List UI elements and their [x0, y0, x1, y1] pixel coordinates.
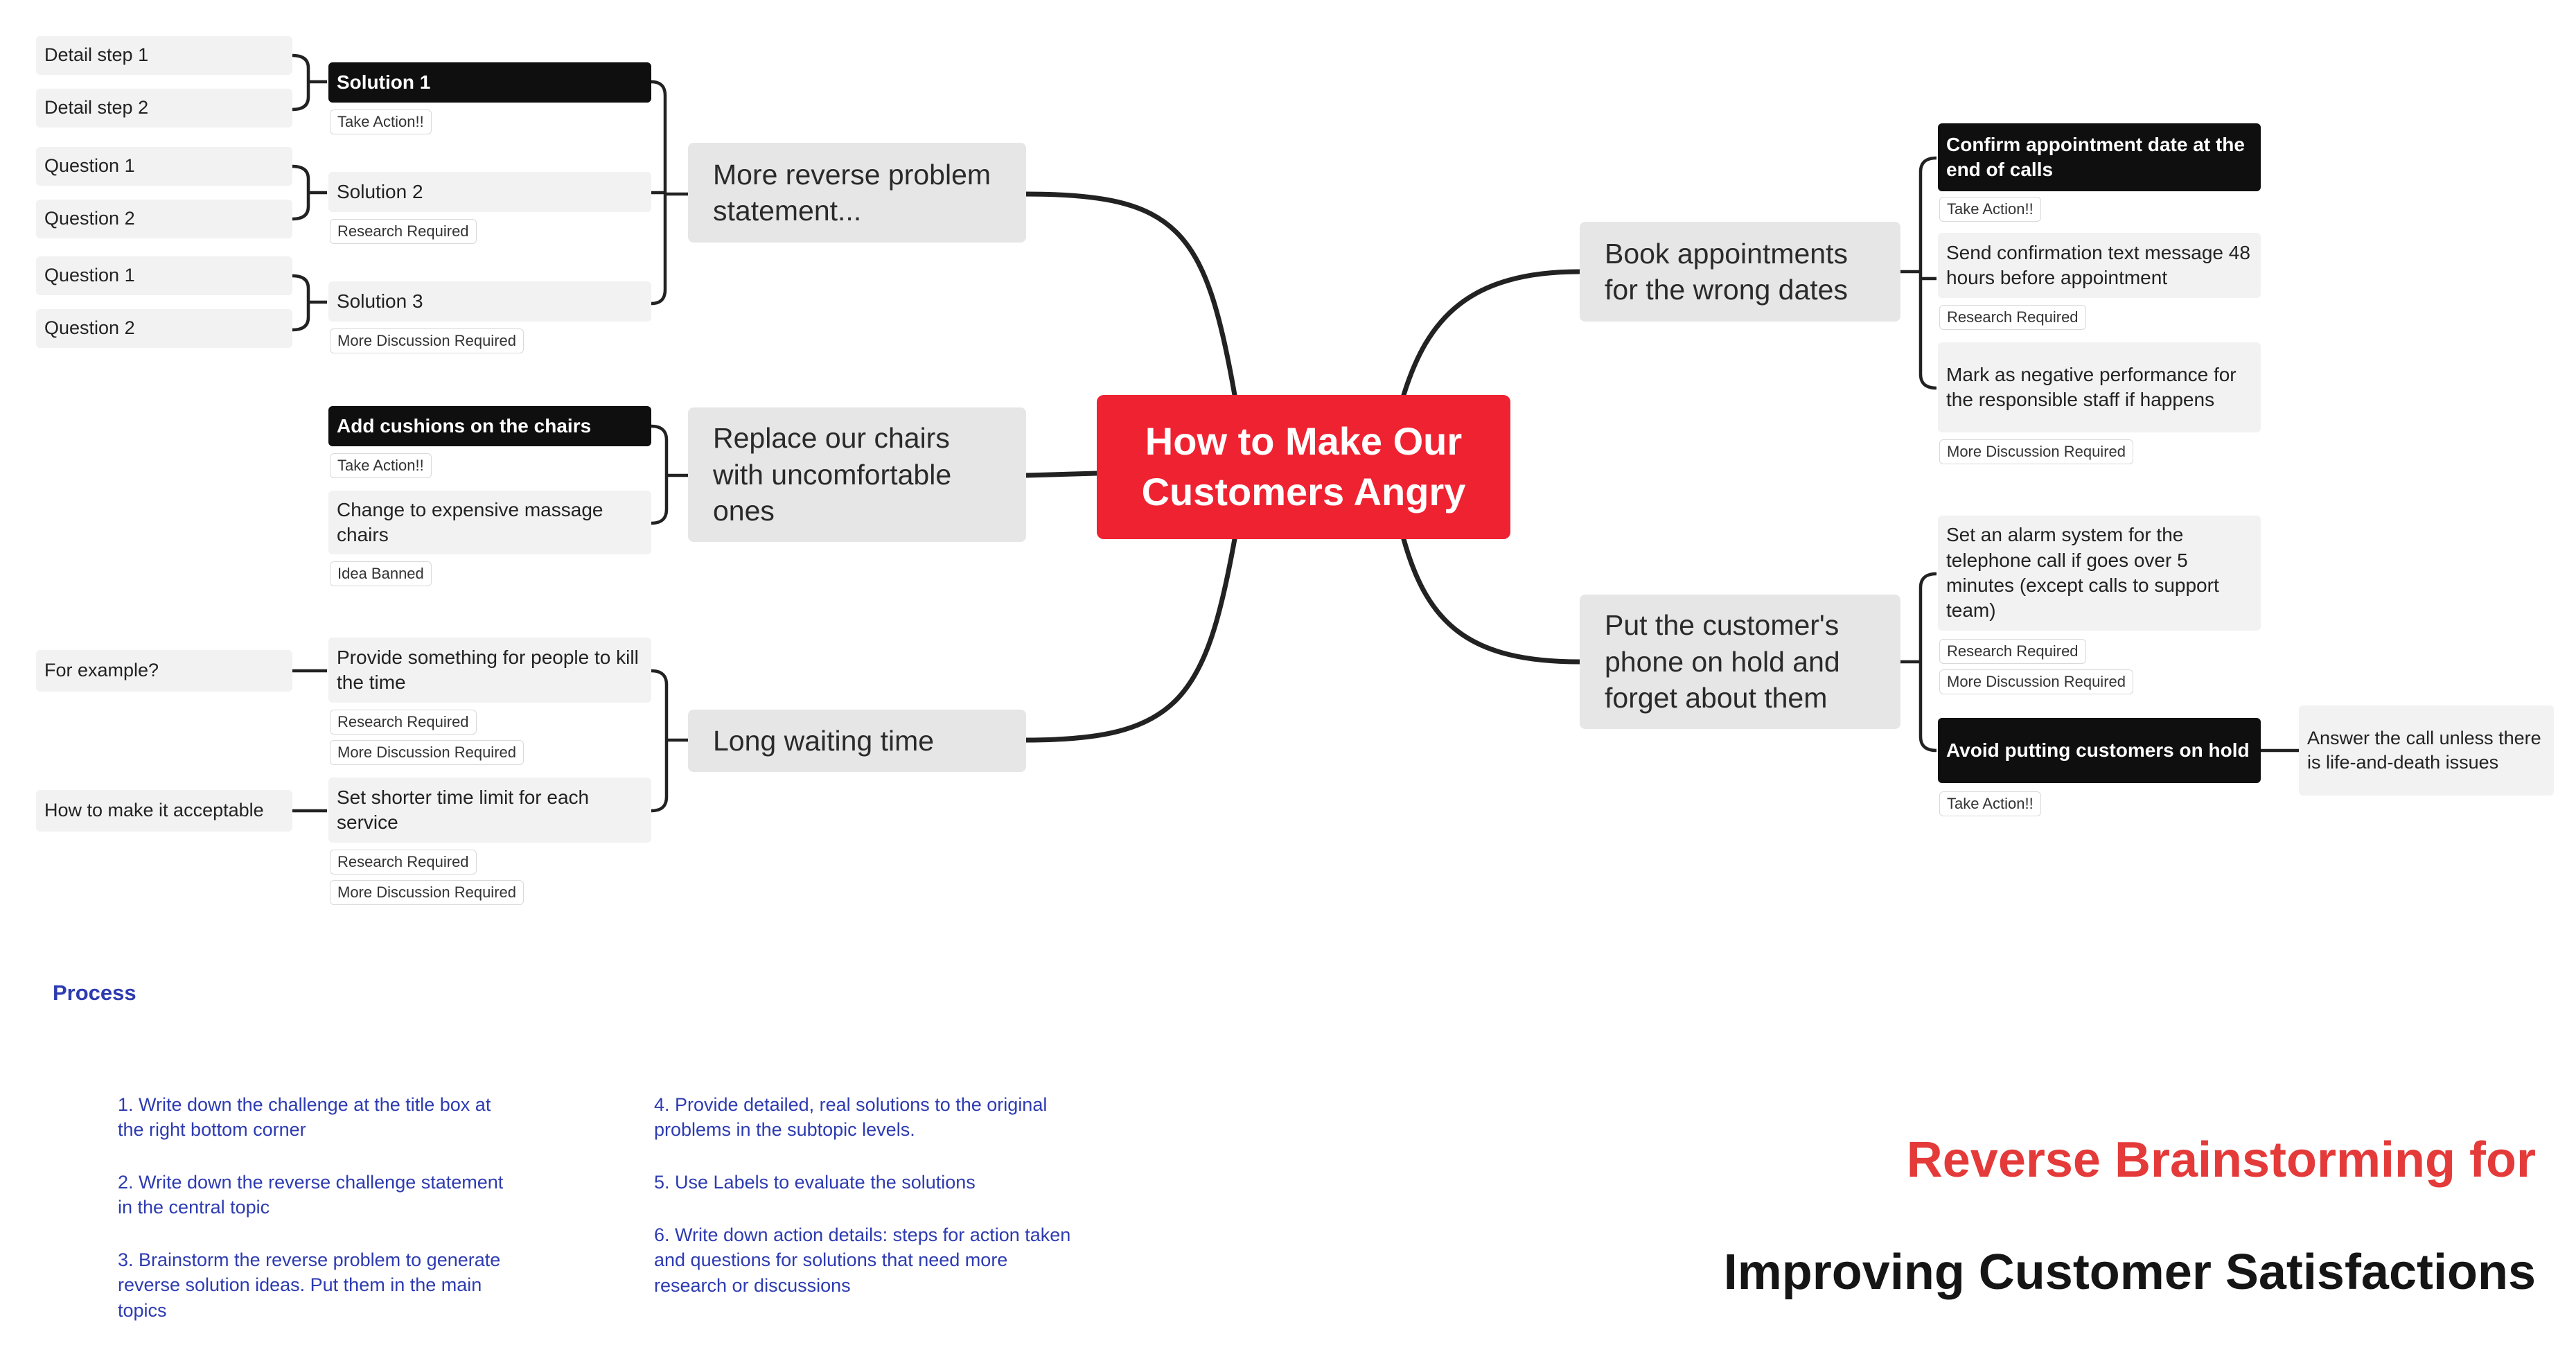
connector-central-topic4 — [1401, 269, 1582, 398]
main-topic-phone-on-hold[interactable]: Put the customer's phone on hold and for… — [1580, 595, 1900, 729]
question-2[interactable]: Question 2 — [36, 200, 292, 238]
subtopic-alarm-system[interactable]: Set an alarm system for the telephone ca… — [1938, 516, 2261, 631]
connector-central-topic3 — [1023, 536, 1237, 743]
label-research-required[interactable]: Research Required — [330, 850, 477, 875]
detail-how-acceptable[interactable]: How to make it acceptable — [36, 790, 292, 832]
label-more-discussion[interactable]: More Discussion Required — [330, 740, 524, 765]
detail-answer-call[interactable]: Answer the call unless there is life-and… — [2299, 705, 2554, 796]
detail-step-1[interactable]: Detail step 1 — [36, 36, 292, 75]
connector-central-topic1 — [1023, 191, 1237, 398]
process-step-3: 3. Brainstorm the reverse problem to gen… — [118, 1249, 501, 1321]
label-more-discussion[interactable]: More Discussion Required — [1939, 669, 2133, 694]
subtopic-massage-chairs[interactable]: Change to expensive massage chairs — [328, 491, 651, 554]
main-topic-long-waiting[interactable]: Long waiting time — [688, 710, 1026, 772]
label-research-required[interactable]: Research Required — [1939, 639, 2086, 664]
question-1[interactable]: Question 1 — [36, 256, 292, 295]
subtopic-negative-performance[interactable]: Mark as negative performance for the res… — [1938, 342, 2261, 432]
label-take-action[interactable]: Take Action!! — [330, 109, 432, 134]
subtopic-solution-2[interactable]: Solution 2 — [328, 172, 651, 212]
process-step-1: 1. Write down the challenge at the title… — [118, 1094, 491, 1141]
subtopic-add-cushions[interactable]: Add cushions on the chairs — [328, 406, 651, 446]
process-step-2: 2. Write down the reverse challenge stat… — [118, 1172, 504, 1218]
connector-central-topic2 — [1023, 471, 1100, 478]
subtopic-solution-1[interactable]: Solution 1 — [328, 62, 651, 103]
label-research-required[interactable]: Research Required — [1939, 305, 2086, 330]
label-more-discussion[interactable]: More Discussion Required — [1939, 439, 2133, 464]
question-1[interactable]: Question 1 — [36, 147, 292, 186]
main-topic-replace-chairs[interactable]: Replace our chairs with uncomfortable on… — [688, 407, 1026, 542]
subtopic-shorter-time-limit[interactable]: Set shorter time limit for each service — [328, 778, 651, 843]
label-research-required[interactable]: Research Required — [330, 710, 477, 735]
process-step-4: 4. Provide detailed, real solutions to t… — [654, 1094, 1048, 1141]
central-topic[interactable]: How to Make Our Customers Angry — [1097, 395, 1510, 539]
process-heading: Process — [53, 981, 136, 1005]
subtopic-solution-3[interactable]: Solution 3 — [328, 281, 651, 322]
label-research-required[interactable]: Research Required — [330, 219, 477, 244]
label-take-action[interactable]: Take Action!! — [1939, 791, 2041, 816]
label-take-action[interactable]: Take Action!! — [330, 453, 432, 478]
title-line-2[interactable]: Improving Customer Satisfactions — [1723, 1245, 2536, 1300]
question-2[interactable]: Question 2 — [36, 309, 292, 348]
detail-step-2[interactable]: Detail step 2 — [36, 89, 292, 128]
subtopic-send-confirmation[interactable]: Send confirmation text message 48 hours … — [1938, 233, 2261, 298]
subtopic-confirm-appointment[interactable]: Confirm appointment date at the end of c… — [1938, 123, 2261, 191]
title-line-1[interactable]: Reverse Brainstorming for — [1906, 1132, 2536, 1188]
process-step-5: 5. Use Labels to evaluate the solutions — [654, 1172, 976, 1193]
label-more-discussion[interactable]: More Discussion Required — [330, 880, 524, 905]
label-more-discussion[interactable]: More Discussion Required — [330, 328, 524, 353]
subtopic-avoid-hold[interactable]: Avoid putting customers on hold — [1938, 718, 2261, 783]
detail-for-example[interactable]: For example? — [36, 650, 292, 692]
main-topic-book-appointments[interactable]: Book appointments for the wrong dates — [1580, 222, 1900, 322]
subtopic-kill-time[interactable]: Provide something for people to kill the… — [328, 638, 651, 703]
main-topic-more-reverse[interactable]: More reverse problem statement... — [688, 143, 1026, 243]
process-step-6: 6. Write down action details: steps for … — [654, 1224, 1071, 1296]
connector-central-topic5 — [1401, 536, 1582, 665]
label-idea-banned[interactable]: Idea Banned — [330, 561, 432, 586]
label-take-action[interactable]: Take Action!! — [1939, 197, 2041, 222]
